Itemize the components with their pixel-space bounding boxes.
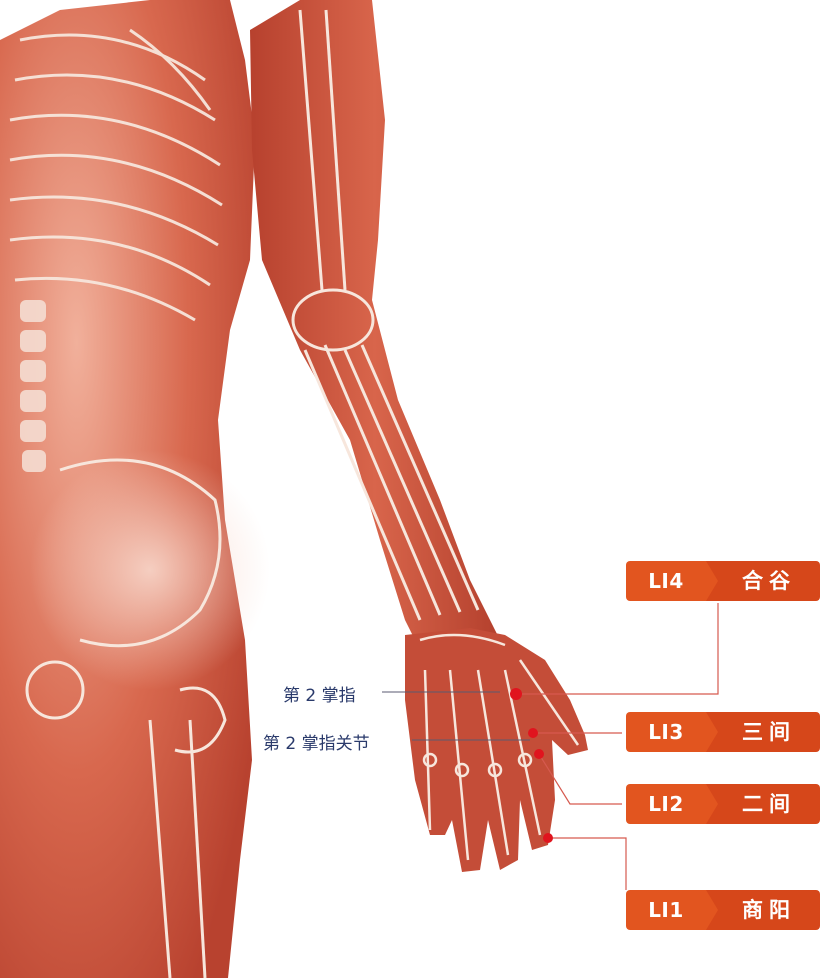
acupoint-tag-li1: LI1 商阳 bbox=[626, 890, 820, 930]
acupoint-code: LI4 bbox=[626, 561, 706, 601]
acupoint-name: 三间 bbox=[718, 712, 820, 752]
acupoint-dot-li3 bbox=[528, 728, 538, 738]
hand-silhouette bbox=[405, 628, 588, 872]
pelvis-glow bbox=[30, 450, 270, 690]
acupoint-tag-li4: LI4 合谷 bbox=[626, 561, 820, 601]
acupoint-tag-li2: LI2 二间 bbox=[626, 784, 820, 824]
acupoint-name: 二间 bbox=[718, 784, 820, 824]
acupoint-dot-li1 bbox=[543, 833, 553, 843]
acupoint-code: LI3 bbox=[626, 712, 706, 752]
chevron-right-icon bbox=[706, 784, 718, 824]
chevron-right-icon bbox=[706, 890, 718, 930]
chevron-right-icon bbox=[706, 561, 718, 601]
acupoint-dot-li2 bbox=[534, 749, 544, 759]
arm-silhouette bbox=[250, 0, 500, 660]
acupoint-code: LI1 bbox=[626, 890, 706, 930]
mcp-joint-label: 第 2 掌指关节 bbox=[263, 729, 370, 754]
acupoint-dot-li4 bbox=[510, 688, 522, 700]
acupoint-code: LI2 bbox=[626, 784, 706, 824]
acupoint-name: 商阳 bbox=[718, 890, 820, 930]
acupoint-name: 合谷 bbox=[718, 561, 820, 601]
metacarpal-label: 第 2 掌指 bbox=[283, 681, 356, 706]
chevron-right-icon bbox=[706, 712, 718, 752]
acupoint-tag-li3: LI3 三间 bbox=[626, 712, 820, 752]
